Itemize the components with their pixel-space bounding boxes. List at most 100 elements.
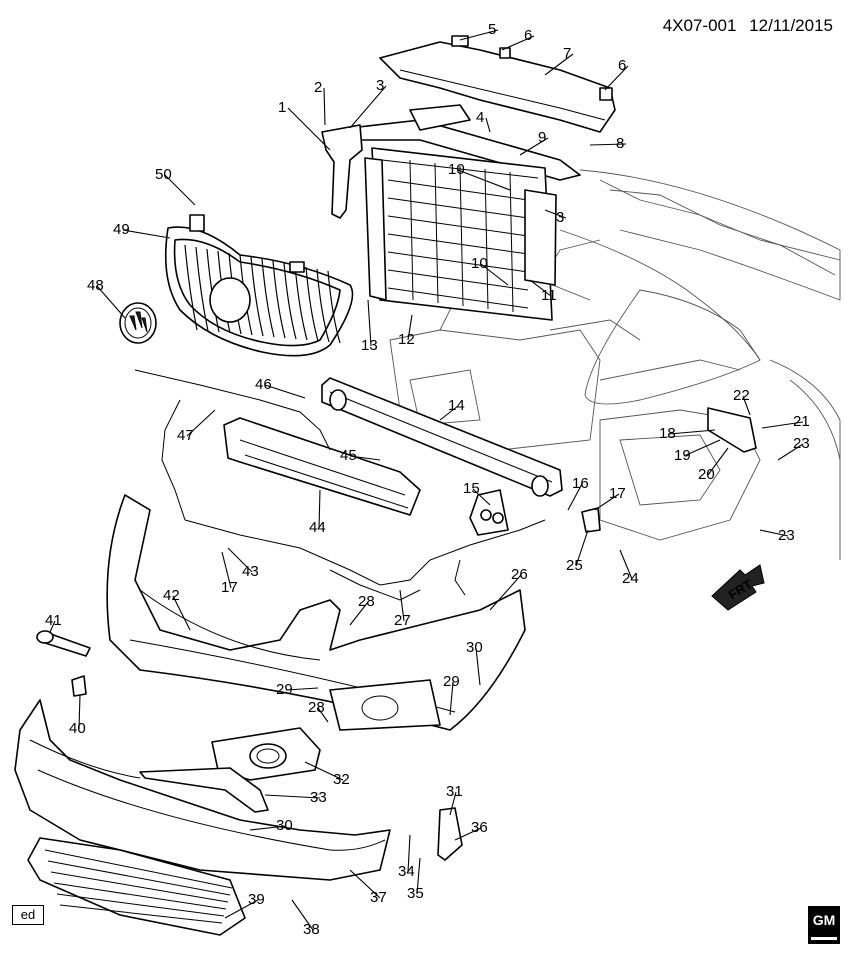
callout-number: 7 bbox=[563, 45, 571, 62]
callout-number: 13 bbox=[361, 337, 378, 354]
callout-number: 38 bbox=[303, 921, 320, 938]
tow-eye-cover bbox=[71, 675, 87, 697]
callout-number: 6 bbox=[618, 57, 626, 74]
gm-logo: GM bbox=[808, 906, 840, 944]
corner-tag: ed bbox=[12, 905, 44, 925]
callout-number: 48 bbox=[87, 277, 104, 294]
leader-line bbox=[501, 35, 535, 51]
leader-line bbox=[519, 137, 549, 156]
left-bracket bbox=[321, 124, 363, 219]
callout-number: 50 bbox=[155, 166, 172, 183]
callout-number: 31 bbox=[446, 783, 463, 800]
callout-number: 23 bbox=[793, 435, 810, 452]
leader-line bbox=[264, 384, 306, 399]
leader-line bbox=[221, 551, 232, 589]
callout-number: 35 bbox=[407, 885, 424, 902]
leader-line bbox=[668, 429, 716, 435]
leader-line bbox=[318, 489, 321, 529]
leader-line bbox=[367, 299, 372, 347]
callout-number: 3 bbox=[556, 209, 564, 226]
fascia-side-bracket bbox=[707, 407, 757, 453]
callout-number: 22 bbox=[733, 387, 750, 404]
leader-line bbox=[164, 174, 196, 206]
callout-number: 11 bbox=[541, 287, 557, 304]
callout-number: 28 bbox=[308, 699, 325, 716]
leader-line bbox=[594, 493, 620, 511]
leader-line bbox=[459, 29, 499, 41]
leader-line bbox=[485, 117, 491, 133]
callout-number: 49 bbox=[113, 221, 130, 238]
leader-line bbox=[439, 405, 459, 421]
tow-bracket bbox=[469, 489, 509, 536]
side-bracket bbox=[437, 807, 463, 861]
callout-number: 40 bbox=[69, 720, 86, 737]
leader-line bbox=[759, 529, 789, 537]
front-direction-arrow: FRT bbox=[711, 564, 765, 611]
wiring-harness bbox=[134, 369, 546, 601]
leader-line bbox=[567, 483, 583, 511]
leader-line bbox=[589, 143, 627, 146]
callout-number: 5 bbox=[488, 21, 496, 38]
upper-grille bbox=[164, 214, 354, 357]
leader-line bbox=[761, 421, 804, 429]
leader-line bbox=[457, 169, 511, 191]
callout-number: 1 bbox=[278, 99, 286, 116]
callout-number: 41 bbox=[45, 612, 62, 629]
leader-lines bbox=[49, 29, 804, 931]
tow-eye bbox=[36, 630, 91, 657]
callout-number: 44 bbox=[309, 519, 326, 536]
callout-number: 3 bbox=[376, 77, 384, 94]
callout-number: 23 bbox=[778, 527, 795, 544]
callout-number: 29 bbox=[443, 673, 460, 690]
leader-line bbox=[291, 899, 314, 931]
callout-number: 46 bbox=[255, 376, 272, 393]
leader-line bbox=[475, 647, 481, 686]
front-fascia-lower bbox=[14, 699, 391, 881]
leader-line bbox=[349, 601, 369, 626]
callout-number: 24 bbox=[622, 570, 639, 587]
leader-line bbox=[186, 409, 216, 437]
leader-line bbox=[544, 53, 574, 76]
callout-number: 10 bbox=[471, 255, 488, 272]
callout-number: 10 bbox=[448, 161, 465, 178]
leader-line bbox=[287, 107, 331, 151]
leader-line bbox=[480, 263, 509, 286]
small-bracket bbox=[581, 507, 601, 533]
chrome-trim-strip bbox=[139, 767, 269, 813]
leader-line bbox=[416, 857, 421, 895]
leader-line bbox=[399, 589, 405, 622]
leader-line bbox=[249, 825, 287, 831]
leader-line bbox=[683, 439, 721, 457]
callout-number: 26 bbox=[511, 566, 528, 583]
leader-line bbox=[349, 455, 381, 461]
leader-line bbox=[349, 869, 381, 899]
callout-number: 30 bbox=[466, 639, 483, 656]
callout-number: 30 bbox=[276, 817, 293, 834]
diagram-date: 12/11/2015 bbox=[749, 16, 833, 35]
leader-line bbox=[707, 447, 729, 476]
callout-number: 19 bbox=[674, 447, 691, 464]
callout-number: 17 bbox=[221, 579, 238, 596]
leader-line bbox=[78, 694, 81, 730]
leader-line bbox=[619, 549, 633, 580]
callout-number: 6 bbox=[524, 27, 532, 44]
callout-number: 36 bbox=[471, 819, 488, 836]
callout-number: 21 bbox=[793, 413, 810, 430]
fog-lamp-bezel bbox=[211, 727, 321, 781]
leader-line bbox=[544, 209, 567, 219]
leader-line bbox=[449, 791, 457, 816]
callout-number: 12 bbox=[398, 331, 415, 348]
diagram-header: 4X07-001 12/11/2015 bbox=[655, 16, 833, 36]
leader-line bbox=[407, 834, 411, 873]
leader-line bbox=[323, 87, 326, 126]
callout-number: 16 bbox=[572, 475, 589, 492]
leader-line bbox=[407, 314, 413, 341]
leader-line bbox=[449, 681, 454, 716]
leader-line bbox=[454, 827, 482, 841]
leader-line bbox=[96, 285, 126, 319]
callout-number: 18 bbox=[659, 425, 676, 442]
callout-number: 42 bbox=[163, 587, 180, 604]
lower-grille bbox=[27, 837, 246, 936]
vehicle-body-outline bbox=[389, 169, 841, 560]
callout-number: 17 bbox=[609, 485, 626, 502]
